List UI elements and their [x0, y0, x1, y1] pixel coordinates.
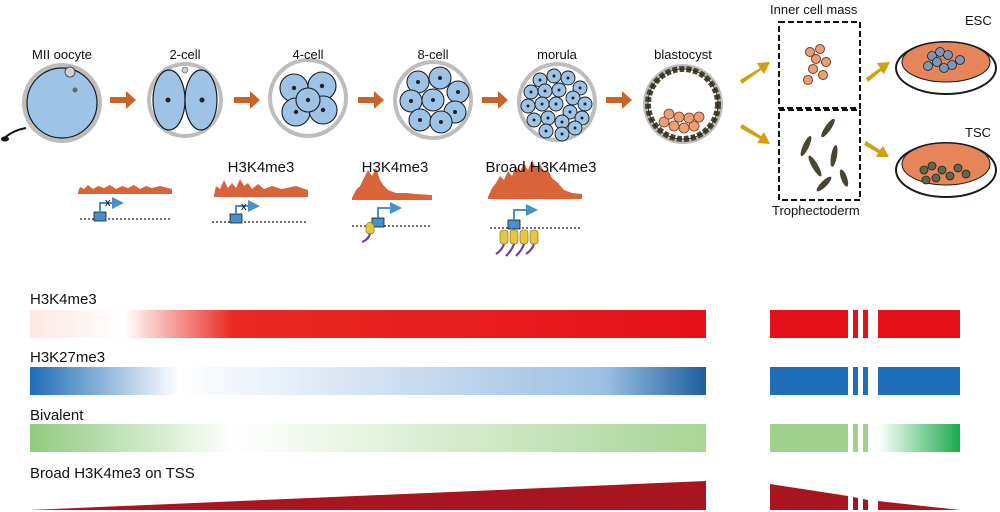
- trophectoderm-label: Trophectoderm: [772, 203, 860, 218]
- inner-cell-mass-label: Inner cell mass: [770, 2, 858, 17]
- stage-label-morula: morula: [537, 47, 577, 62]
- track-label-broad-h3k4me3-tss: Broad H3K4me3 on TSS: [30, 465, 195, 482]
- svg-text:x: x: [241, 201, 247, 213]
- two-cell-illustration: [147, 62, 223, 138]
- track-label-h3k4me3: H3K4me3: [30, 291, 97, 308]
- broad-h3k4me3-tss-bar: [30, 481, 960, 510]
- tsc-label: TSC: [965, 125, 991, 140]
- arrow-icon: [482, 91, 508, 109]
- oocyte-chromatin-track: x: [78, 185, 172, 222]
- stage-label-4-cell: 4-cell: [292, 47, 324, 62]
- esc-label: ESC: [965, 13, 992, 28]
- arrow-icon: [606, 91, 632, 109]
- h3k4me3-label-4-cell: H3K4me3: [361, 159, 429, 176]
- trophectoderm-box: [778, 109, 861, 201]
- eight-cell-chromatin-track: [488, 160, 582, 257]
- track-label-bivalent: Bivalent: [30, 407, 84, 424]
- four-cell-illustration: [268, 58, 348, 138]
- blastocyst-illustration: [643, 64, 723, 144]
- arrow-icon: [864, 141, 889, 157]
- esc-dish: [895, 41, 997, 95]
- svg-text:x: x: [105, 197, 111, 209]
- stage-label-8-cell: 8-cell: [417, 47, 449, 62]
- arrow-icon: [110, 91, 136, 109]
- two-cell-chromatin-track: x: [212, 179, 308, 224]
- stage-label-blastocyst: blastocyst: [654, 47, 712, 62]
- mii-oocyte-illustration: [1, 63, 102, 143]
- bivalent-bar: [30, 424, 960, 452]
- eight-cell-illustration: [393, 60, 473, 140]
- h3k4me3-bar: [30, 310, 960, 338]
- arrow-icon: [740, 124, 770, 144]
- arrow-icon: [740, 62, 770, 84]
- stage-label-2-cell: 2-cell: [169, 47, 201, 62]
- four-cell-chromatin-track: [352, 168, 432, 244]
- stage-label-mii-oocyte: MII oocyte: [32, 47, 92, 62]
- arrow-icon: [234, 91, 260, 109]
- h3k27me3-bar: [30, 367, 960, 395]
- tsc-dish: [895, 142, 997, 198]
- morula-illustration: [517, 62, 597, 142]
- lineage-arrows: [740, 62, 890, 157]
- arrow-icon: [866, 62, 890, 82]
- track-label-h3k27me3: H3K27me3: [30, 349, 106, 366]
- broad-h3k4me3-label-8-cell: Broad H3K4me3: [485, 159, 597, 176]
- stage-arrows: [110, 91, 632, 109]
- inner-cell-mass-box: [778, 21, 861, 109]
- arrow-icon: [358, 91, 384, 109]
- h3k4me3-label-2-cell: H3K4me3: [227, 159, 295, 176]
